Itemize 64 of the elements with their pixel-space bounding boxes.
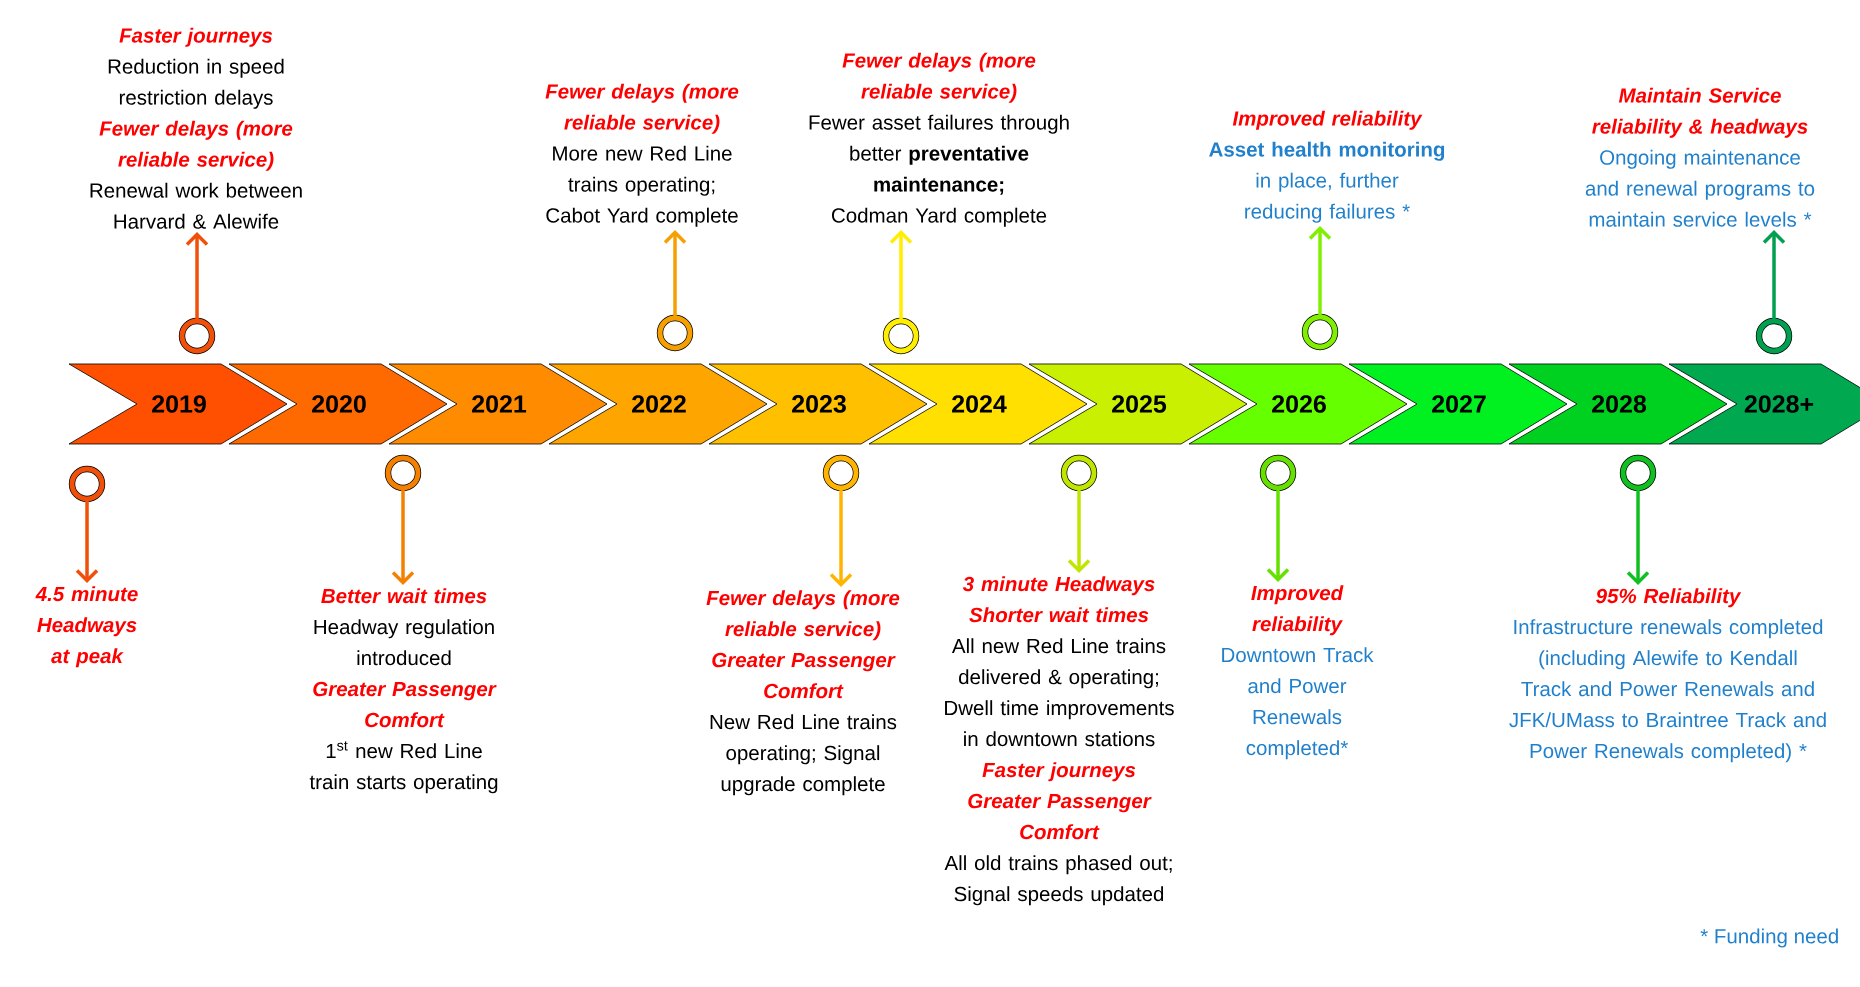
timeline-segment: 2025: [1028, 363, 1248, 445]
arrow: [75, 499, 99, 583]
timeline-segment: 2020: [228, 363, 448, 445]
timeline-segment: 2019: [68, 363, 288, 445]
milestone-ring: [822, 454, 860, 492]
milestone-ring: [68, 465, 106, 503]
milestone-description: 1$^{st}$ new Red Line train starts operating: [309, 741, 498, 794]
arrow: [1308, 226, 1332, 317]
milestone-ring: [1301, 313, 1339, 351]
milestone-ring: [1755, 317, 1793, 355]
benefit-heading: Improved reliability: [1251, 585, 1344, 636]
milestone-ring: [1619, 454, 1657, 492]
arrow: [1626, 488, 1650, 585]
milestone-ring: [656, 314, 694, 352]
arrow: [1067, 488, 1091, 573]
timeline-segment: 2026: [1188, 363, 1408, 445]
milestone-description: Ongoing maintenance and renewal programs to maintain service levels *: [1585, 149, 1815, 227]
milestone-description: Renewal work between Harvard & Alewife: [90, 182, 302, 229]
footnote: * Funding need: [1700, 928, 1838, 948]
benefit-heading: Greater Passenger Comfort: [712, 652, 896, 699]
benefit-heading: 4.5 minute Headways at peak: [35, 586, 138, 668]
benefit-heading: 95% Reliability: [1596, 588, 1742, 608]
timeline-segment: 2023: [708, 363, 928, 445]
timeline-segment: 2021: [388, 363, 608, 445]
milestone-ring: [882, 317, 920, 355]
benefit-heading: Faster journeys: [119, 27, 273, 47]
timeline-segment: 2027: [1348, 363, 1568, 445]
arrow: [1762, 230, 1786, 321]
milestone-ring: [384, 454, 422, 492]
milestone-description: All old trains phased out; Signal speeds updated: [944, 855, 1172, 906]
milestone-description: Fewer asset failures through better preventative maintenance; Codman Yard complete: [809, 114, 1069, 227]
milestone-ring: [1259, 454, 1297, 492]
milestone-description: Downtown Track and Power Renewals completed*: [1222, 647, 1374, 760]
arrow: [1266, 488, 1290, 582]
arrow: [663, 230, 687, 318]
milestone-description: Headway regulation introduced: [314, 619, 494, 666]
milestone-description: New Red Line trains operating; Signal upgrade complete: [710, 714, 897, 796]
milestone-description: All new Red Line trains delivered & operating; Dwell time improvements in downtown stations: [945, 638, 1174, 747]
milestone-ring: [178, 317, 216, 355]
benefit-heading: Improved reliability: [1232, 110, 1423, 130]
milestone-description: Reduction in speed restriction delays: [108, 58, 284, 109]
milestone-description: More new Red Line trains operating; Cabot Yard complete: [546, 145, 738, 227]
arrow: [889, 230, 913, 321]
benefit-heading: Greater Passenger Comfort: [313, 681, 497, 728]
benefit-heading: Maintain Service reliability & headways: [1592, 87, 1808, 138]
timeline-segment: 2024: [868, 363, 1088, 445]
benefit-heading: Fewer delays (more reliable service): [706, 590, 900, 641]
milestone-description: Asset health monitoring in place, further reducing failures *: [1209, 141, 1445, 223]
arrow: [185, 232, 209, 321]
timeline-segment: 2028+: [1668, 363, 1860, 445]
benefit-heading: Greater Passenger Comfort: [968, 793, 1152, 840]
timeline-segment: 2022: [548, 363, 768, 445]
arrow: [391, 488, 415, 585]
benefit-heading: Better wait times: [321, 588, 487, 604]
arrow: [829, 488, 853, 587]
benefit-heading: 3 minute Headways: [962, 576, 1155, 596]
benefit-heading: Shorter wait times: [969, 607, 1149, 623]
timeline-segment: 2028: [1508, 363, 1728, 445]
benefit-heading: Fewer delays (more reliable service): [99, 120, 293, 171]
milestone-description: Infrastructure renewals completed (including Alewife to Kendall Track and Power Renewals and JFK/UMass to Braintree Track and Power Renewals completed) *: [1509, 619, 1826, 763]
benefit-heading: Faster journeys: [982, 762, 1136, 782]
milestone-ring: [1060, 454, 1098, 492]
benefit-heading: Fewer delays (more reliable service): [842, 52, 1036, 103]
benefit-heading: Fewer delays (more reliable service): [545, 83, 739, 134]
